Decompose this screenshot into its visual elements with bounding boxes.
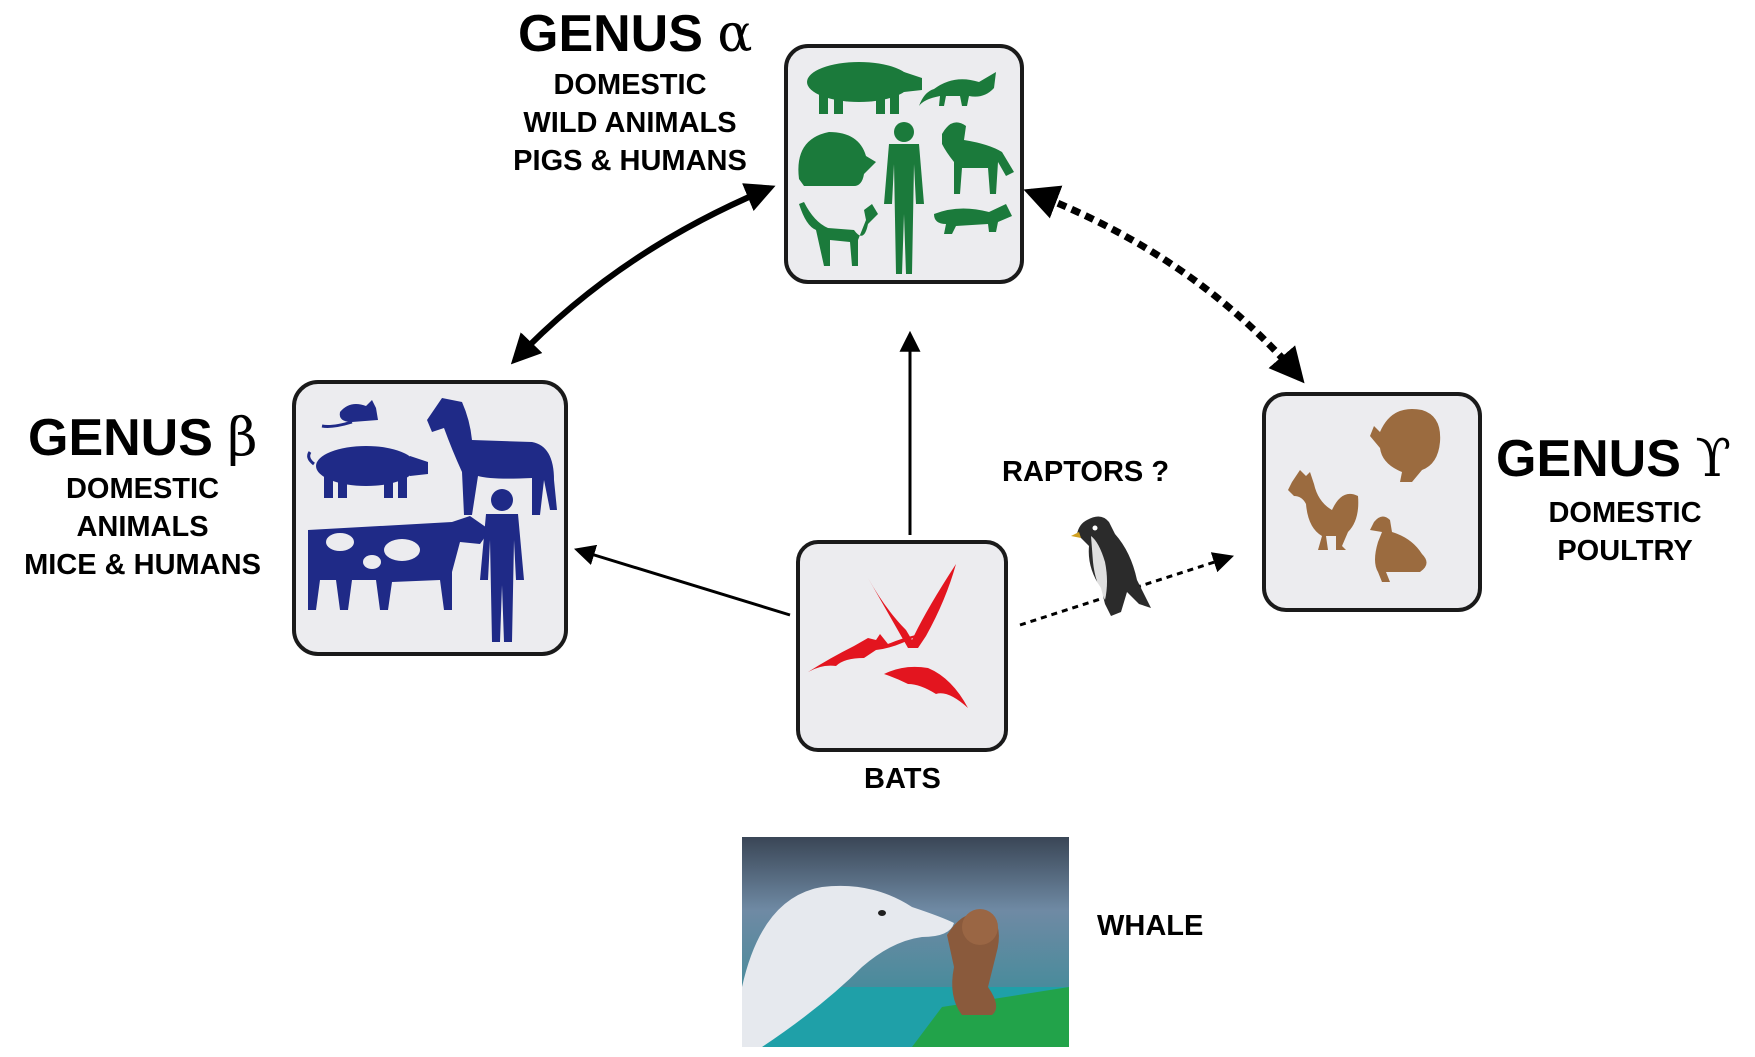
genus-gamma-hosts: DOMESTIC POULTRY [1548, 497, 1702, 567]
pig-icon [807, 62, 922, 114]
genus-beta-title: GENUS β [28, 408, 258, 468]
genus-beta-hosts: DOMESTIC ANIMALS MICE & HUMANS [24, 473, 261, 581]
raptors-label: RAPTORS ? [1002, 456, 1170, 488]
whale-label: WHALE [1097, 910, 1204, 942]
cow-icon [308, 516, 490, 610]
genus-alpha-hosts: DOMESTIC WILD ANIMALS PIGS & HUMANS [513, 69, 747, 177]
falcon-icon [1071, 516, 1151, 616]
arrow-alpha-gamma [1023, 185, 1305, 384]
bats-box [796, 540, 1008, 752]
mouse-icon [321, 400, 378, 428]
arrow-alpha-beta [510, 183, 776, 365]
cat-icon [799, 202, 878, 266]
genus-beta-box [292, 380, 568, 656]
bats-label: BATS [864, 763, 941, 795]
arrow-bats-beta [573, 544, 791, 617]
beluga-whale-photo [742, 837, 1069, 1047]
horse-icon [427, 398, 557, 515]
rooster-icon [1288, 470, 1359, 550]
genus-gamma-box [1262, 392, 1482, 612]
human-icon [480, 489, 524, 642]
genus-gamma-symbol: ϒ [1695, 429, 1732, 489]
genus-alpha-title: GENUS α [518, 4, 753, 64]
bat-icon [808, 634, 920, 672]
human-icon [884, 122, 924, 274]
turkey-icon [1370, 408, 1441, 482]
bat-icon [884, 666, 968, 708]
duck-icon [1370, 516, 1427, 582]
pig-icon [307, 446, 428, 498]
fox-icon [919, 72, 996, 106]
raccoon-icon [798, 132, 876, 186]
dog-icon [942, 122, 1014, 194]
bat-icon [868, 564, 956, 648]
genus-gamma-title: GENUS ϒ [1496, 429, 1732, 489]
genus-beta-symbol: β [227, 408, 258, 468]
genus-alpha-box [784, 44, 1024, 284]
genus-alpha-symbol: α [717, 4, 753, 64]
ferret-icon [934, 204, 1012, 234]
